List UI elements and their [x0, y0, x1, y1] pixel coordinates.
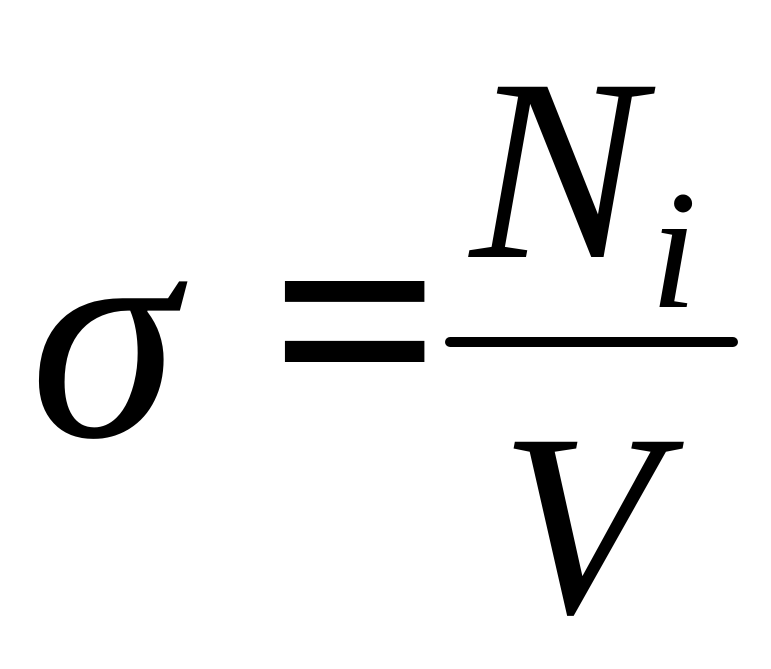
sigma-symbol: σ [30, 169, 178, 501]
formula: σ = N i V [30, 26, 738, 655]
fraction-bar [445, 337, 738, 347]
numerator-variable: N [470, 26, 644, 314]
equals-sign: = [270, 154, 441, 486]
numerator-subscript: i [650, 156, 698, 344]
denominator-variable: V [500, 381, 659, 669]
